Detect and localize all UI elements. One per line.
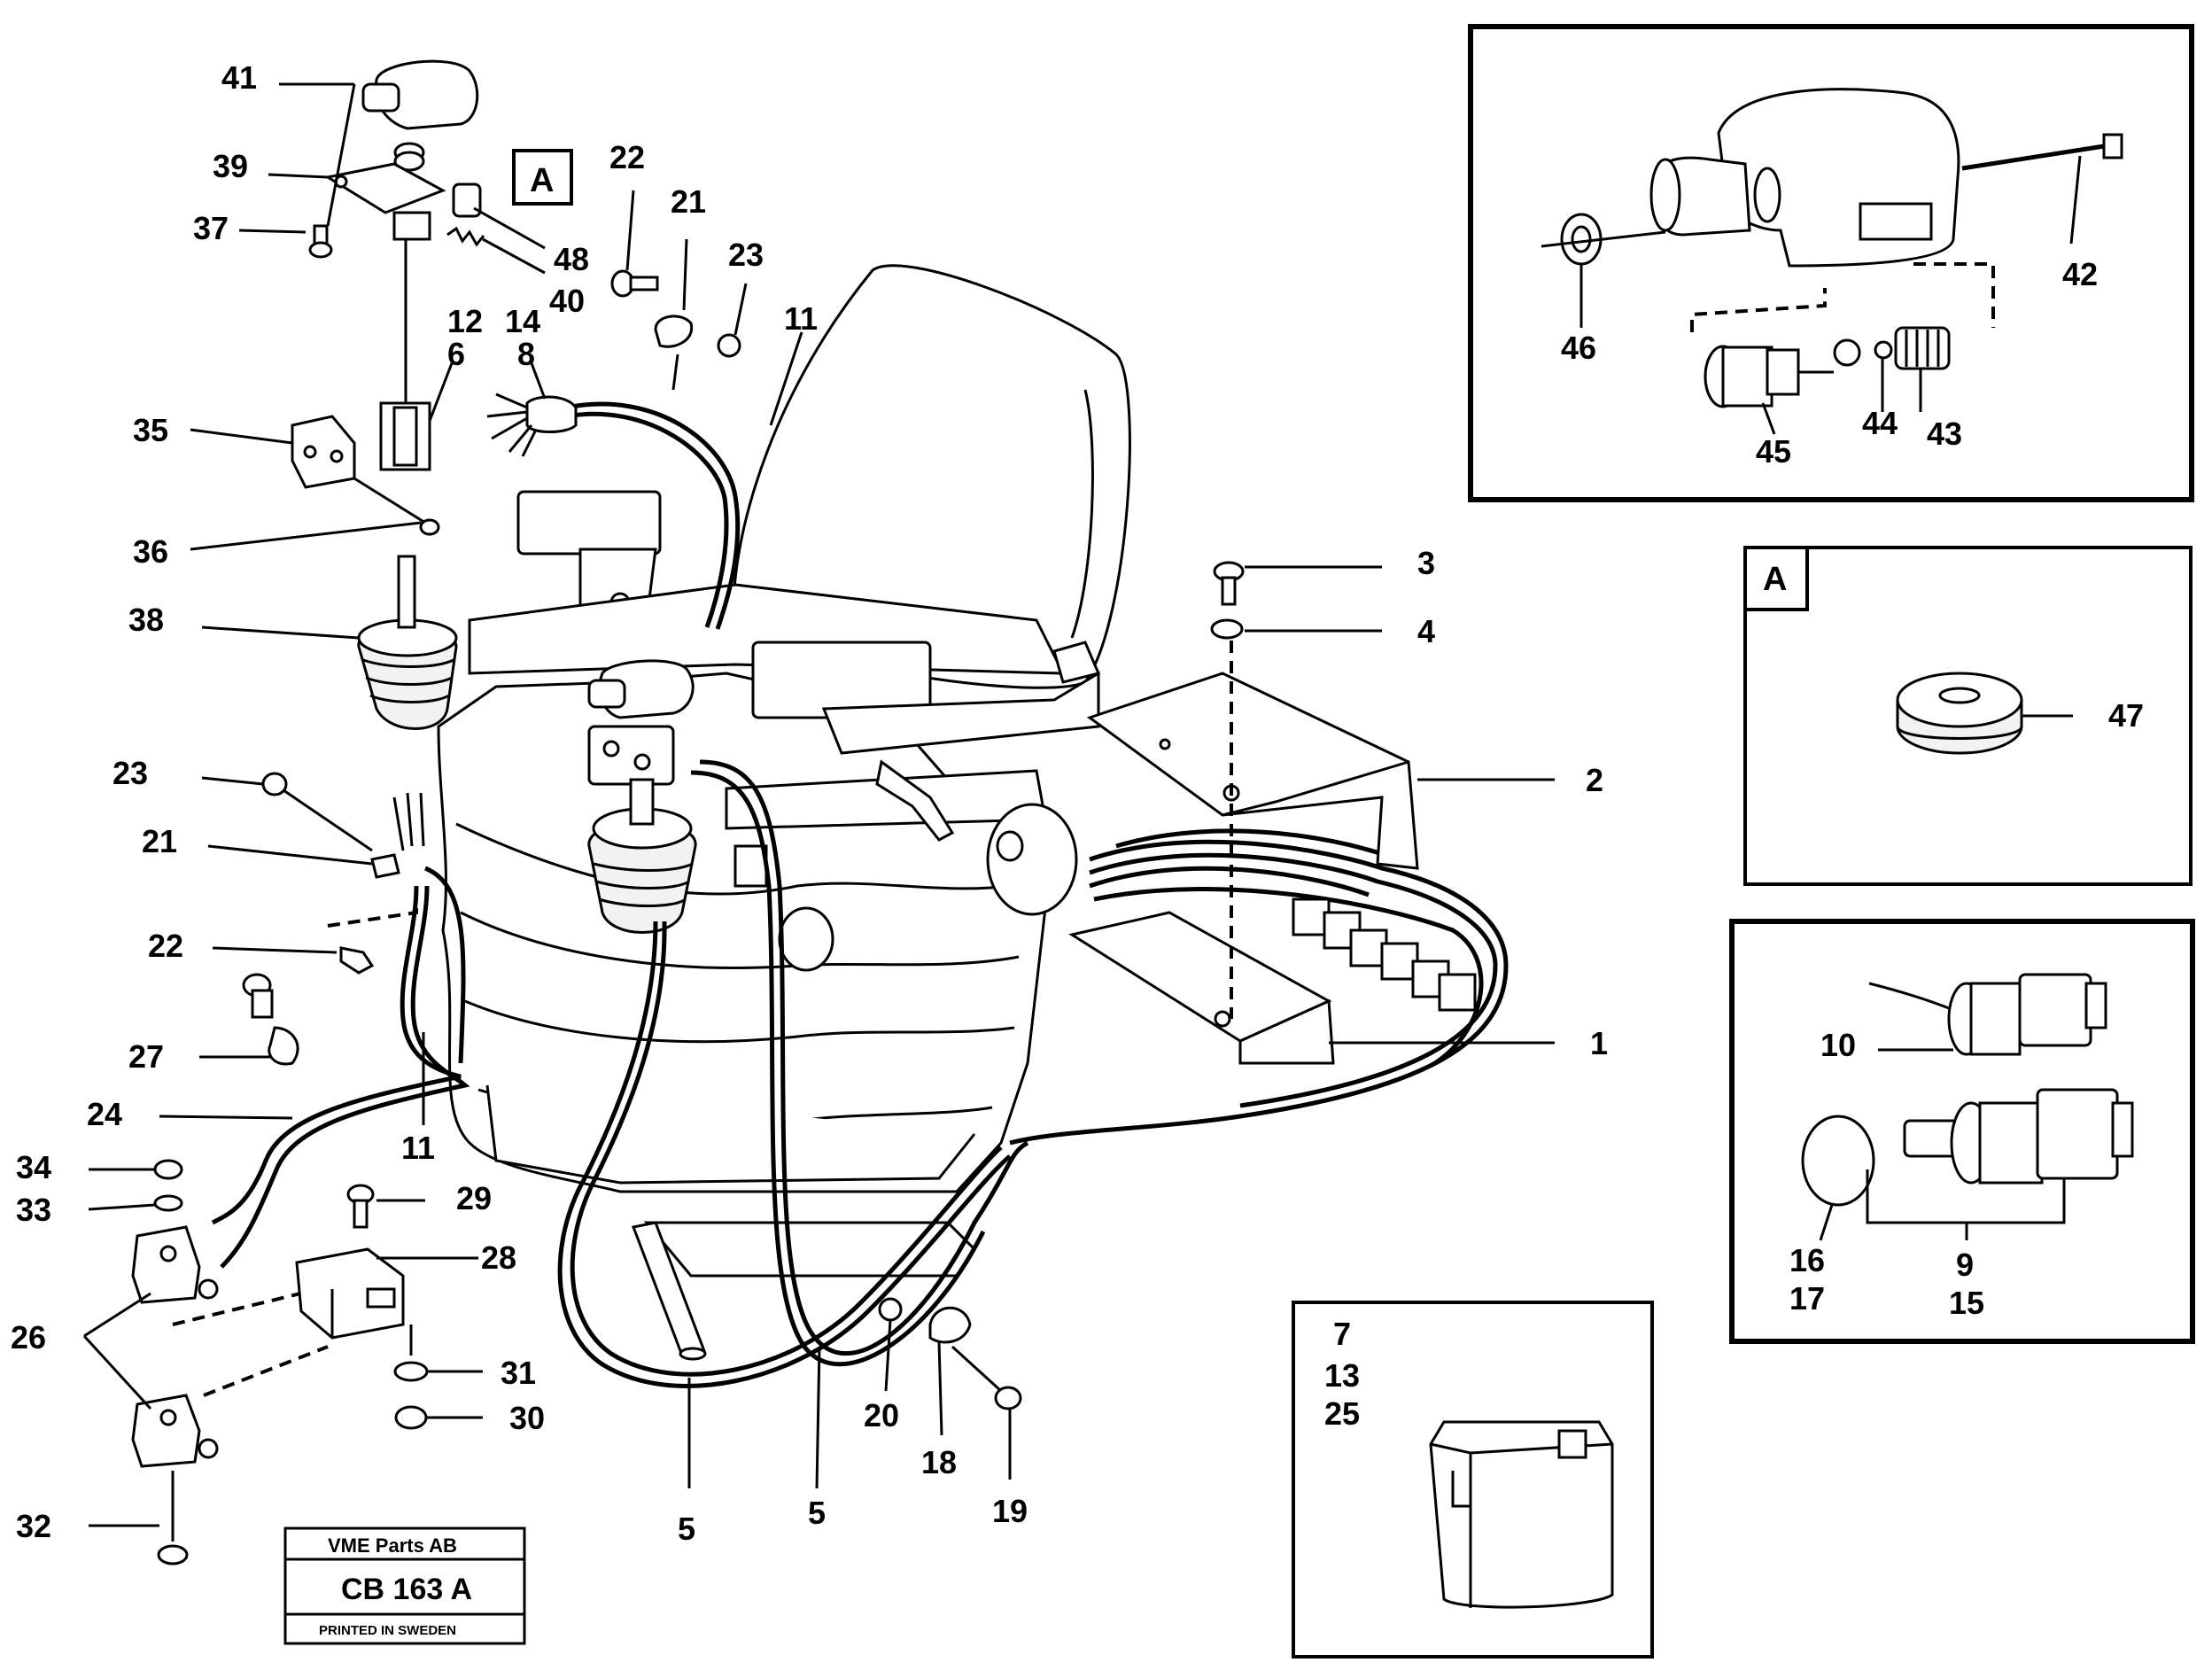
callout-21-left: 21 xyxy=(142,823,177,859)
callout-48: 48 xyxy=(554,241,589,277)
detail-box-handle: 42 46 44 43 45 xyxy=(1468,24,2194,502)
callout-22-top: 22 xyxy=(609,139,645,175)
callout-16: 16 xyxy=(1789,1242,1825,1278)
callout-6: 6 xyxy=(447,336,465,372)
callout-4: 4 xyxy=(1417,613,1435,649)
callout-43: 43 xyxy=(1927,416,1962,452)
callout-26: 26 xyxy=(11,1319,46,1356)
callout-47: 47 xyxy=(2108,697,2144,734)
callout-2: 2 xyxy=(1586,762,1603,798)
callout-7: 7 xyxy=(1333,1316,1351,1352)
detail-box-switches: 10 16 17 9 15 xyxy=(1729,919,2195,1344)
connector-block xyxy=(1292,897,1477,1012)
callout-14: 14 xyxy=(505,303,540,339)
lower-center-parts xyxy=(687,1297,1022,1489)
callout-41: 41 xyxy=(221,59,257,96)
callout-11-top: 11 xyxy=(784,300,818,337)
detail-box-connector: 7 13 25 xyxy=(1292,1301,1654,1659)
upper-center-parts xyxy=(610,190,803,426)
detail-box-a-label: A xyxy=(1763,561,1787,598)
callouts-main: 41 39 37 48 40 22 21 23 11 12 14 6 8 35 … xyxy=(11,59,1608,1547)
callout-24: 24 xyxy=(87,1096,122,1132)
lower-left-parts xyxy=(82,1159,483,1565)
bracket-1 xyxy=(1068,911,1335,1065)
callout-12: 12 xyxy=(447,303,483,339)
title-block-printed: PRINTED IN SWEDEN xyxy=(319,1623,456,1638)
callout-22-left: 22 xyxy=(148,928,183,964)
callout-21-top: 21 xyxy=(671,183,706,220)
callout-1: 1 xyxy=(1590,1025,1608,1061)
screw-3 xyxy=(1210,561,1382,640)
callout-45: 45 xyxy=(1756,433,1791,470)
callout-18: 18 xyxy=(921,1444,957,1480)
callout-23-left: 23 xyxy=(113,755,148,791)
callout-13: 13 xyxy=(1324,1357,1360,1394)
callout-15: 15 xyxy=(1949,1285,1984,1321)
callout-11-left: 11 xyxy=(401,1130,435,1166)
callout-9: 9 xyxy=(1956,1247,1974,1283)
callout-23-top: 23 xyxy=(728,237,764,273)
callout-28: 28 xyxy=(481,1239,516,1276)
callout-37: 37 xyxy=(193,210,229,246)
upper-left-parts xyxy=(190,59,546,640)
callout-5-left: 5 xyxy=(678,1511,695,1547)
callout-33: 33 xyxy=(16,1192,51,1228)
callout-5-right: 5 xyxy=(808,1495,826,1531)
title-block-code: CB 163 A xyxy=(341,1573,472,1606)
center-joystick xyxy=(587,659,697,934)
bracket-2 xyxy=(1086,672,1419,870)
callout-44: 44 xyxy=(1862,405,1898,441)
callout-34: 34 xyxy=(16,1149,51,1185)
leader-lines xyxy=(1329,778,1555,1045)
callout-38: 38 xyxy=(128,602,164,638)
marker-a: A xyxy=(512,149,573,206)
detail-box-a: A 47 xyxy=(1743,546,2193,886)
callout-17: 17 xyxy=(1789,1280,1825,1317)
callout-39: 39 xyxy=(213,148,248,184)
callout-35: 35 xyxy=(133,412,168,448)
callout-29: 29 xyxy=(456,1180,492,1216)
callout-25: 25 xyxy=(1324,1395,1360,1432)
harness-8 xyxy=(486,362,578,457)
callout-27: 27 xyxy=(128,1038,164,1075)
title-block-company: VME Parts AB xyxy=(328,1534,457,1557)
callout-32: 32 xyxy=(16,1508,51,1544)
left-lower-parts xyxy=(159,772,425,1125)
callout-20: 20 xyxy=(864,1397,899,1433)
callout-31: 31 xyxy=(501,1355,536,1391)
callout-36: 36 xyxy=(133,533,168,570)
callout-10: 10 xyxy=(1820,1027,1856,1063)
callout-8: 8 xyxy=(517,336,535,372)
title-block: VME Parts AB CB 163 A PRINTED IN SWEDEN xyxy=(283,1527,526,1645)
callout-42: 42 xyxy=(2062,256,2098,292)
callout-30: 30 xyxy=(509,1400,545,1436)
seat-assembly xyxy=(437,264,1131,1361)
callout-46: 46 xyxy=(1561,330,1596,366)
marker-a-label: A xyxy=(530,162,554,199)
callout-40: 40 xyxy=(549,283,585,319)
callout-3: 3 xyxy=(1417,545,1435,581)
callout-19: 19 xyxy=(992,1493,1028,1529)
